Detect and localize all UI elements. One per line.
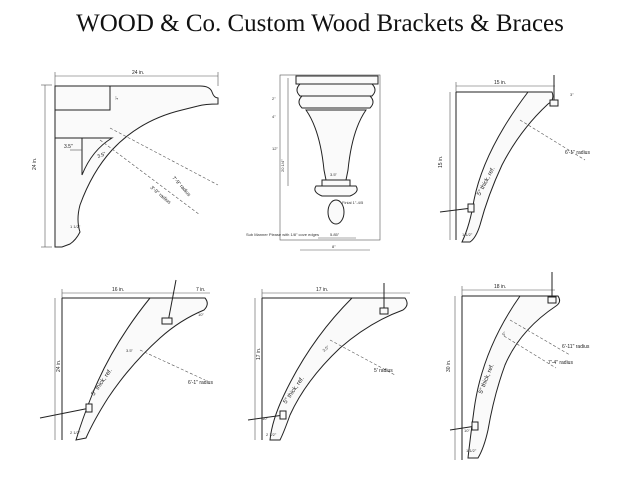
p1-radius-1: 7'-9" radius: [171, 175, 192, 198]
p2-dim-5: 3.5": [330, 172, 338, 177]
p5-side-dim: 17 in.: [256, 348, 262, 360]
p2-dim-3: 12": [272, 146, 278, 151]
p1-radius-2: 3'-9" radius: [149, 185, 172, 206]
p5-radius: 5' radius: [374, 368, 393, 374]
p4-top-right-dim: 7 in.: [196, 287, 205, 293]
p6-side-dim: 30 in.: [446, 360, 452, 372]
bracket-drawing-1: 24 in. 24 in. 3.5" 7'-9" radius 3'-9" ra…: [32, 70, 219, 248]
p1-bracket-shape: [54, 85, 219, 248]
p3-brace-shape: [461, 91, 554, 243]
p6-radius-1: 6'-11" radius: [562, 344, 590, 350]
p1-gap: 3.5": [64, 144, 73, 150]
p2-bottom-dim: 5.85": [330, 232, 340, 237]
p4-mid-dim: 3.5": [126, 348, 134, 353]
p6-corner-dim: 1 1/2": [466, 448, 477, 453]
p3-top-dim: 15 in.: [494, 80, 506, 86]
p1-corner-dim: 1 1/2": [70, 224, 81, 229]
p2-finial-label: Finial 1"-4/5: [342, 200, 364, 205]
page-title: WOOD & Co. Custom Wood Brackets & Braces: [76, 10, 564, 37]
p2-dim-1: 2": [272, 96, 276, 101]
bracket-drawing-3: 15 in. 15 in. 6'-1" radius 5" thick, ref…: [438, 75, 590, 243]
p5-top-dim: 17 in.: [316, 287, 328, 293]
p4-radius: 6'-1" radius: [188, 380, 213, 386]
p5-mid-dim: 3.5": [321, 344, 330, 353]
p6-mid-dim: 5": [501, 330, 508, 336]
p4-small-dim: 10": [198, 312, 204, 317]
p3-small-dim: 3": [570, 92, 574, 97]
p6-top-dim: 18 in.: [494, 284, 506, 290]
p5-brace-shape: [269, 297, 408, 441]
p3-side-dim: 15 in.: [438, 156, 444, 168]
p2-dim-2: 4": [272, 114, 276, 119]
p1-small-dim: 1": [114, 96, 119, 100]
bracket-drawing-6: 18 in. 30 in. 6'-11" radius 7'-4" radius…: [446, 272, 590, 460]
bracket-drawing-4: 16 in. 7 in. 24 in. 6'-1" radius 5" thic…: [39, 279, 213, 441]
p6-radius-2: 7'-4" radius: [548, 360, 573, 366]
p5-corner-dim: 2 1/2": [266, 432, 277, 437]
p4-side-dim: 24 in.: [56, 360, 62, 372]
p1-thickness: 3.5": [97, 151, 107, 160]
p6-small-dim: 10": [464, 428, 470, 433]
p4-brace-shape: [75, 297, 208, 441]
column-drawing-2: 2" 4" 12" 20 1/4" 3.5" 5.85" 8" Finial 1…: [246, 74, 381, 251]
p3-radius: 6'-1" radius: [565, 150, 590, 156]
p4-top-dim: 16 in.: [112, 287, 124, 293]
p2-note: Sub Manner Please with 1/8" cove edges: [246, 232, 319, 237]
p1-side-dim: 24 in.: [32, 158, 38, 170]
p1-top-dim: 24 in.: [132, 70, 144, 76]
p5-small-dim: 10": [262, 416, 268, 421]
bracket-drawing-5: 17 in. 17 in. 5' radius 5" thick, ref. 3…: [247, 283, 410, 441]
p2-dim-4: 20 1/4": [280, 159, 285, 172]
p4-corner-dim: 2 1/2": [70, 430, 81, 435]
p3-corner-dim: 1 1/2": [462, 232, 473, 237]
p6-brace-shape: [467, 295, 561, 459]
p2-width-dim: 8": [332, 244, 336, 249]
